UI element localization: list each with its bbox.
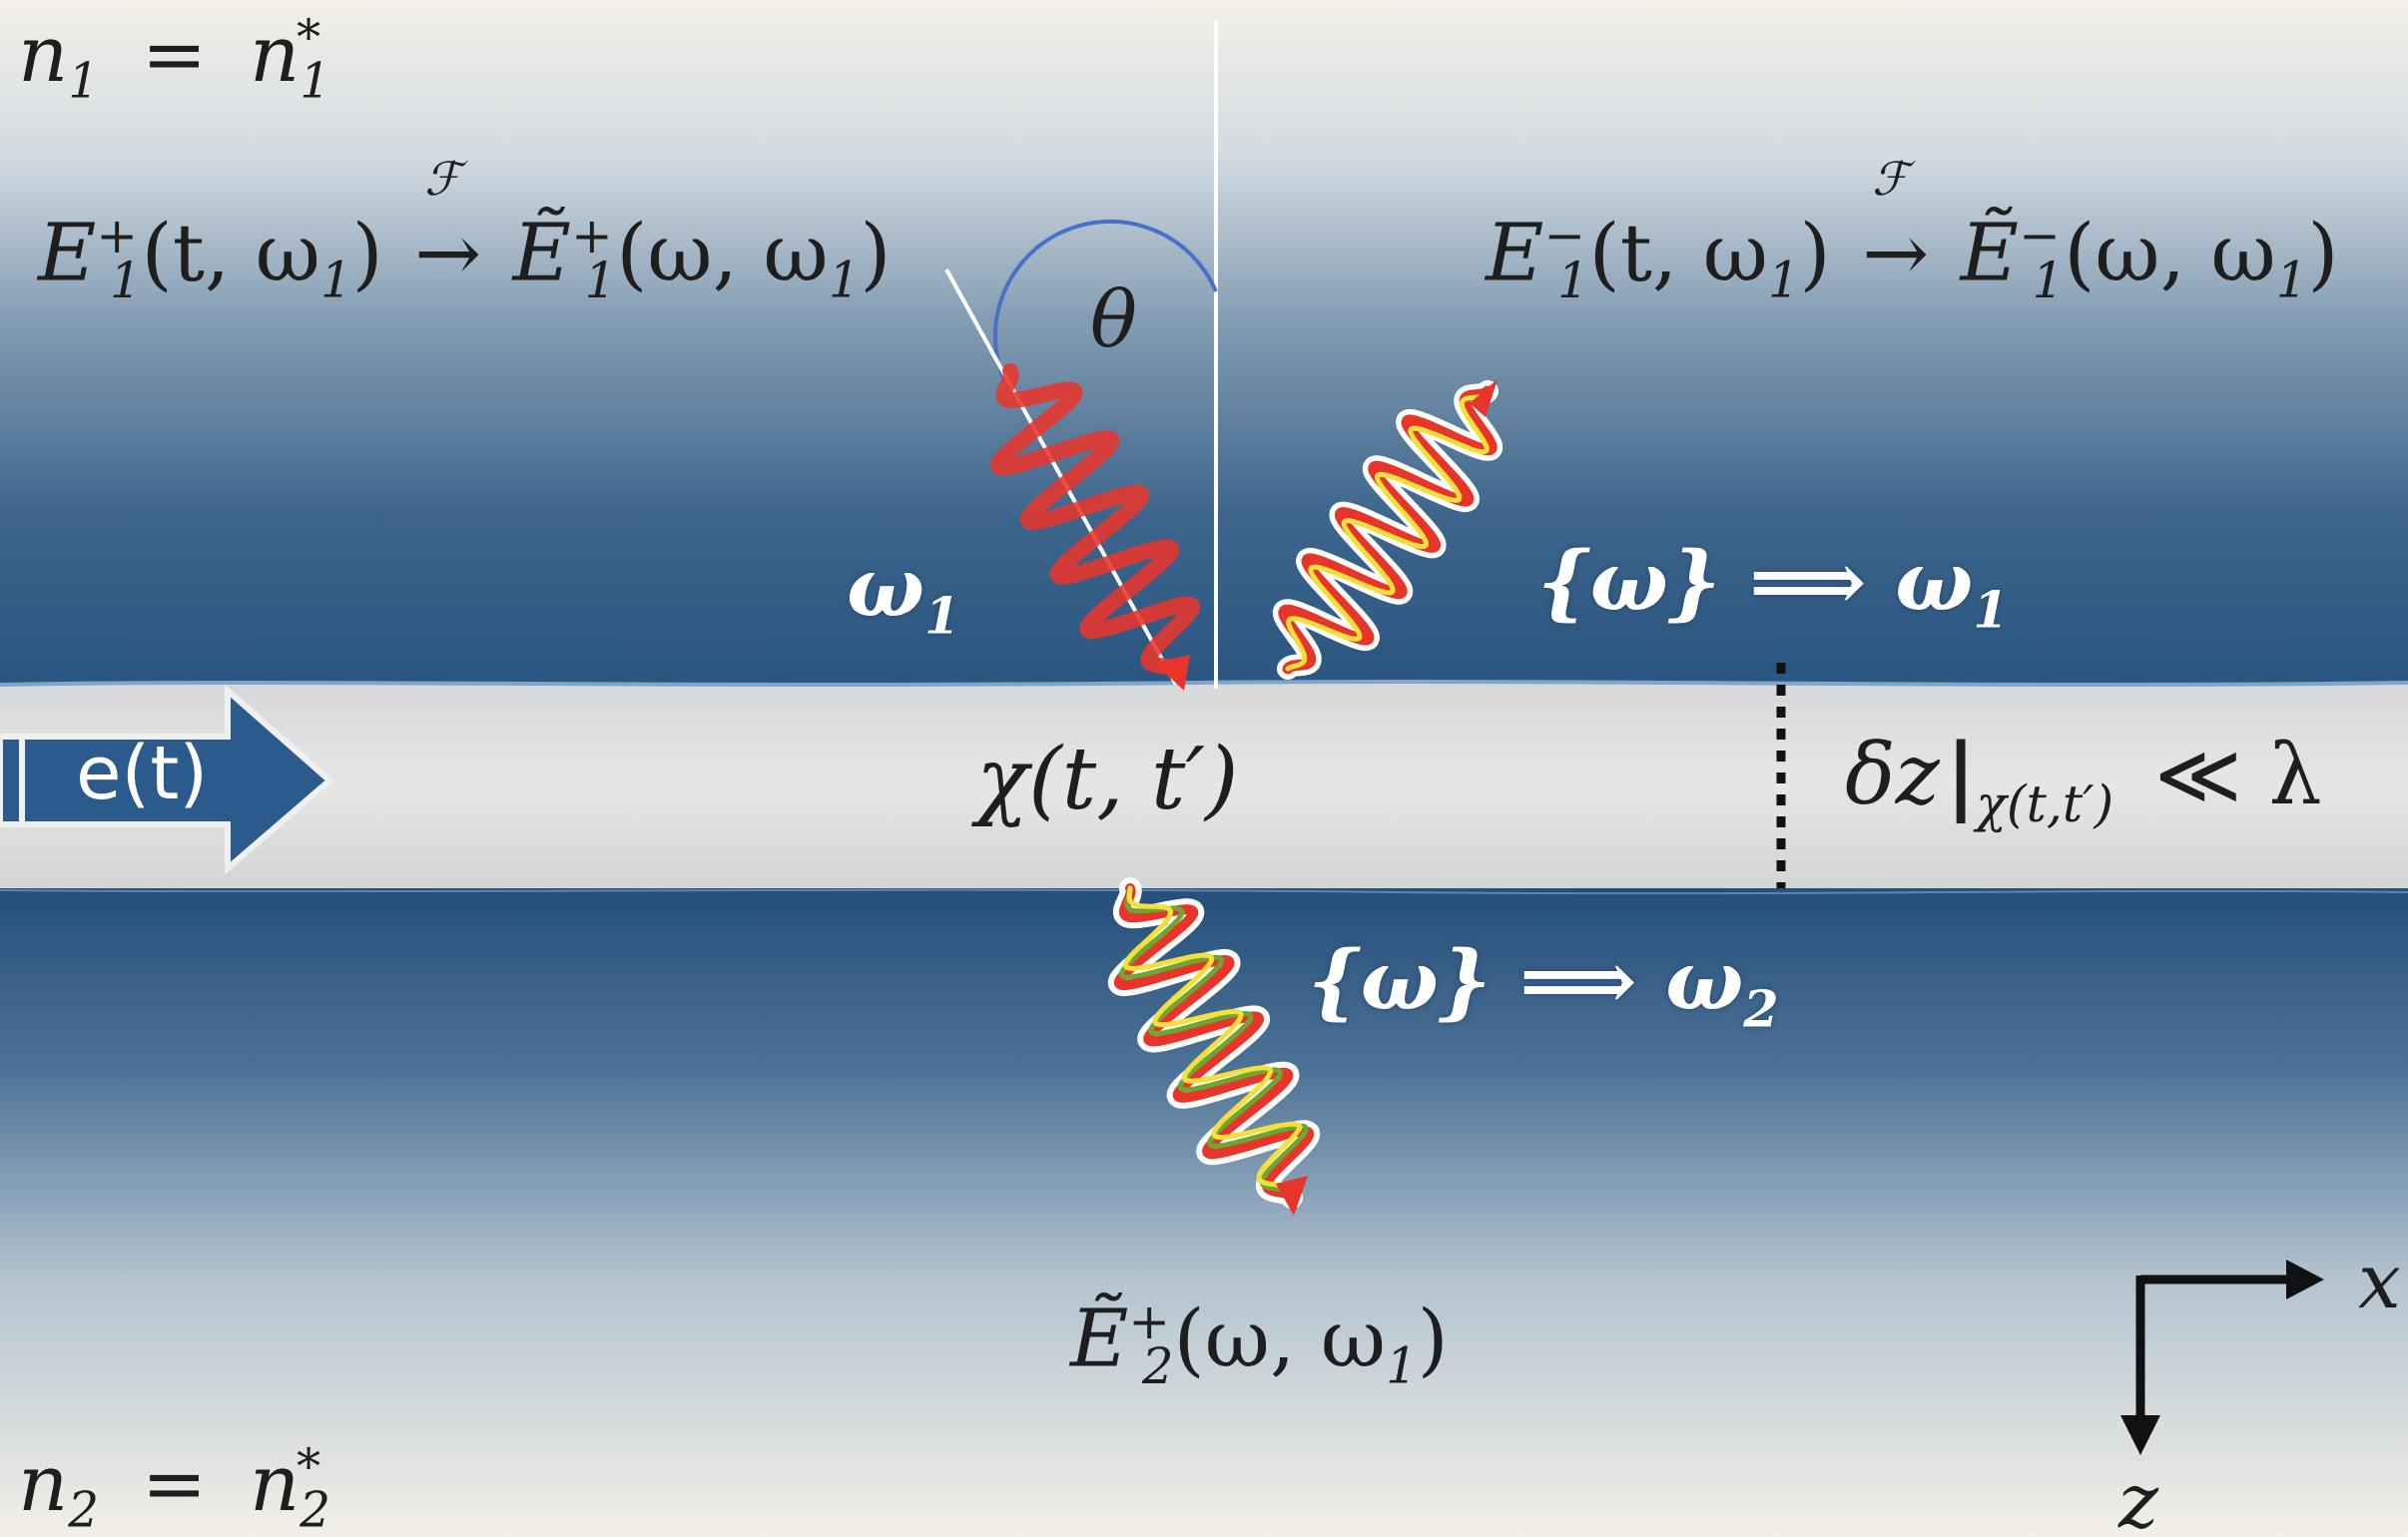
reflected-wave-yellow — [1285, 388, 1491, 672]
omega1-incident-label: ω1 — [847, 540, 960, 646]
z-axis-label: z — [2118, 1456, 2159, 1537]
transmitted-frequency-label: {ω} ⟹ ω2 — [1308, 933, 1779, 1039]
reflected-wave — [1278, 385, 1498, 675]
et-arrow — [0, 684, 334, 875]
upper-medium — [0, 0, 2408, 689]
incident-wave — [990, 363, 1200, 679]
transmitted-wave-green — [1118, 885, 1309, 1201]
x-axis-arrowhead — [2286, 1260, 2324, 1299]
transmitted-wave-arrowhead — [1276, 1176, 1308, 1216]
z-axis-arrowhead — [2120, 1415, 2160, 1455]
reflected-field-expression: E−1(t, ω1) ℱ→ Ẽ−1(ω, ω1) — [1486, 151, 2339, 309]
reflected-frequency-label: {ω} ⟹ ω1 — [1537, 534, 2009, 640]
incident-field-expression: E+1(t, ω1) ℱ→ Ẽ+1(ω, ω1) — [38, 151, 892, 309]
transmitted-field-expression: Ẽ+2(ω, ω1) — [1070, 1291, 1449, 1395]
nonlinear-layer — [0, 683, 2408, 888]
et-label: e(t) — [76, 731, 209, 816]
transmitted-wave — [1113, 883, 1315, 1203]
layer-bottom-edge — [0, 888, 2408, 895]
theta-label: θ — [1090, 275, 1137, 365]
layer-top-edge — [0, 680, 2408, 687]
transmitted-wave-yellow — [1122, 885, 1303, 1201]
n2-label: n2 = n2* — [18, 1439, 331, 1537]
reflected-wave-arrowhead — [1470, 379, 1498, 417]
thickness-condition-label: δz|χ(t,t′) ≪ λ — [1845, 725, 2322, 833]
susceptibility-label: χ(t, t′) — [976, 730, 1239, 829]
x-axis-label: x — [2358, 1237, 2401, 1325]
incident-wave-arrowhead — [1154, 655, 1190, 691]
n1-label: n1 = n1* — [18, 10, 331, 110]
theta-arc — [992, 219, 1218, 382]
